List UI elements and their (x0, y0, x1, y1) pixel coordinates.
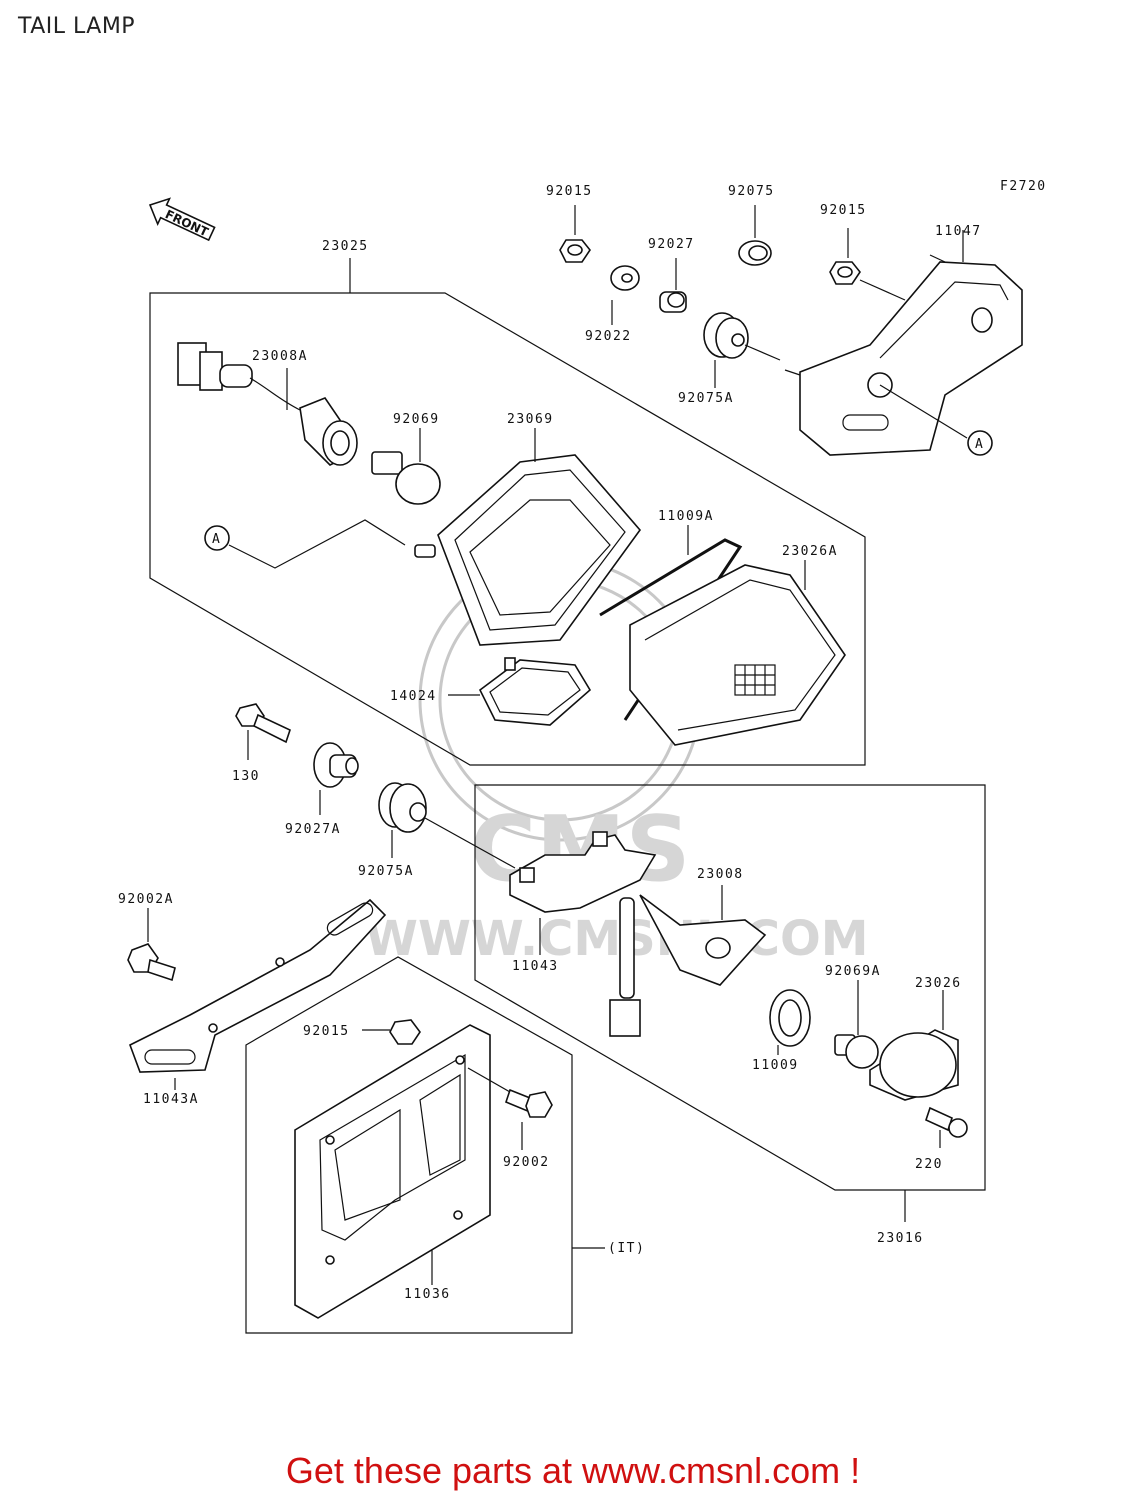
nut-92015-plate (362, 1019, 421, 1045)
spacer-92027 (659, 258, 687, 313)
label-92069A: 92069A (825, 964, 881, 979)
nut-92015-top (559, 205, 591, 263)
label-11043A: 11043A (143, 1092, 199, 1107)
ref-marker-A-left-label: A (212, 532, 221, 547)
label-92015-right: 92015 (820, 203, 867, 218)
label-11009A: 11009A (658, 509, 714, 524)
watermark-url-text: WWW.CMSNL.COM (365, 911, 869, 967)
label-92015-plate: 92015 (303, 1024, 350, 1039)
label-130: 130 (232, 769, 260, 784)
label-23016: 23016 (877, 1231, 924, 1246)
label-92022: 92022 (585, 329, 632, 344)
assembly-outline-23025 (149, 292, 866, 766)
grommet-92075A-top (703, 312, 781, 388)
license-plate-outline (245, 956, 573, 1334)
license-plate-11036 (294, 1024, 605, 1319)
lens-grid (734, 664, 776, 696)
socket-23008 (609, 885, 767, 1037)
washer-92022 (610, 265, 640, 325)
ref-marker-A-right: A (967, 430, 993, 456)
spacer-92027A (313, 742, 359, 815)
bolt-92002 (467, 1067, 553, 1150)
label-23026A: 23026A (782, 544, 838, 559)
label-23008A: 23008A (252, 349, 308, 364)
bracket-11047 (784, 230, 1023, 456)
bulb-92069A (834, 980, 879, 1069)
socket-23008A (177, 342, 358, 466)
bracket-11043A (129, 898, 387, 1090)
label-220: 220 (915, 1157, 943, 1172)
lens-23026 (869, 990, 959, 1101)
label-14024: 14024 (390, 689, 437, 704)
assembly-outline-23016 (474, 784, 986, 1191)
label-92002: 92002 (503, 1155, 550, 1170)
screw-220 (925, 1106, 968, 1148)
label-92075: 92075 (728, 184, 775, 199)
bolt-130 (235, 703, 291, 760)
label-23008: 23008 (697, 867, 744, 882)
label-23025: 23025 (322, 239, 369, 254)
label-11047: 11047 (935, 224, 982, 239)
seal-14024 (448, 657, 592, 726)
label-11043: 11043 (512, 959, 559, 974)
parts-diagram: CMS WWW.CMSNL.COM FRONT F2720 (118, 179, 1047, 1334)
bolt-92002A (127, 908, 176, 982)
bulb-92069 (371, 428, 441, 505)
figure-code: F2720 (1000, 179, 1047, 194)
collar-11009 (769, 989, 811, 1055)
grommet-92075A-mid (378, 782, 516, 869)
label-92002A: 92002A (118, 892, 174, 907)
label-92075A-mid: 92075A (358, 864, 414, 879)
label-23026: 23026 (915, 976, 962, 991)
ref-marker-A-right-label: A (975, 437, 984, 452)
page-title: TAIL LAMP (18, 14, 136, 39)
lens-23026A (629, 560, 846, 746)
bracket-11043 (509, 831, 657, 955)
ref-marker-A-left: A (204, 519, 406, 569)
label-23069: 23069 (507, 412, 554, 427)
nut-92015-right (829, 228, 906, 301)
label-92069: 92069 (393, 412, 440, 427)
label-IT: (IT) (608, 1241, 645, 1256)
front-arrow-icon: FRONT (148, 197, 216, 242)
label-92075A-top: 92075A (678, 391, 734, 406)
label-11009: 11009 (752, 1058, 799, 1073)
label-92027A: 92027A (285, 822, 341, 837)
footer-promo-link[interactable]: Get these parts at www.cmsnl.com ! (285, 1450, 861, 1491)
housing-23069 (414, 428, 642, 646)
label-92027: 92027 (648, 237, 695, 252)
front-arrow-label: FRONT (163, 207, 211, 239)
label-92015-top: 92015 (546, 184, 593, 199)
label-11036: 11036 (404, 1287, 451, 1302)
collar-92075 (738, 205, 772, 266)
